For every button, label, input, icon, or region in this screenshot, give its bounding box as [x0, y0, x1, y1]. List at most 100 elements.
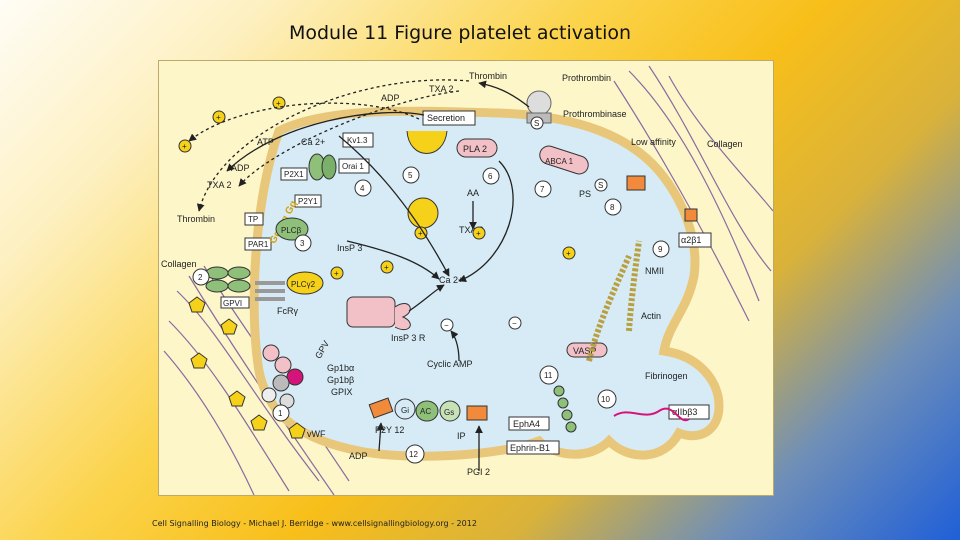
er-store: [346, 296, 396, 328]
svg-text:Orai 1: Orai 1: [342, 162, 364, 171]
gp1bb-label: Gp1bβ: [327, 375, 354, 385]
par1-receptor: PAR1: [244, 237, 272, 251]
svg-text:+: +: [384, 263, 389, 272]
slide-title: Module 11 Figure platelet activation: [288, 22, 632, 44]
svg-text:+: +: [566, 249, 571, 258]
svg-text:2: 2: [198, 273, 203, 282]
plus-sign-text: + + + + + + + +: [182, 99, 571, 278]
actin-label: Actin: [641, 311, 661, 321]
adp-top-label: ADP: [381, 93, 400, 103]
svg-text:VASP: VASP: [573, 346, 596, 356]
atp-label: ATP: [257, 137, 274, 147]
svg-text:9: 9: [658, 245, 663, 254]
svg-text:PAR1: PAR1: [248, 240, 269, 249]
ca2-channel-label: Ca 2+: [301, 137, 325, 147]
svg-text:+: +: [418, 229, 423, 238]
tp-receptor: TP: [244, 212, 264, 226]
thrombin-left-label: Thrombin: [177, 214, 215, 224]
svg-text:Ephrin-B1: Ephrin-B1: [510, 443, 550, 453]
fcrg-label: FcRγ: [277, 306, 298, 316]
ps-label: PS: [579, 189, 591, 199]
nmii-label: NMII: [645, 266, 664, 276]
ephrinb1-box: Ephrin-B1: [506, 440, 560, 455]
p2x1-receptor: P2X1: [280, 167, 308, 181]
p2y1-receptor: P2Y1: [294, 194, 322, 208]
pla2-enzyme: PLA 2: [456, 138, 498, 158]
gs-protein: Gs: [439, 400, 461, 422]
minus-signs: [440, 316, 522, 332]
prothrombin-label: Prothrombin: [562, 73, 611, 83]
svg-text:+: +: [182, 142, 187, 151]
svg-text:+: +: [216, 113, 221, 122]
txa2-mid-label: TXA 2: [459, 225, 484, 235]
eph-chain: [553, 385, 577, 433]
svg-text:10: 10: [601, 395, 610, 404]
ins3p-receptor: [394, 303, 411, 331]
svg-text:5: 5: [408, 171, 413, 180]
svg-text:GPVI: GPVI: [223, 299, 242, 308]
svg-text:PLCβ: PLCβ: [281, 226, 302, 235]
alpha2beta1-head: [684, 208, 698, 222]
orai1-channel: Orai 1: [338, 158, 370, 174]
gp1ba-label: Gp1bα: [327, 363, 354, 373]
svg-text:P2Y1: P2Y1: [298, 197, 318, 206]
step-numbers: 1 2 3 4 5 6 7 8 9 10 11 12: [198, 171, 663, 459]
cyclic-amp-label: Cyclic AMP: [427, 359, 473, 369]
ins3pr-label: InsP 3 R: [391, 333, 426, 343]
plus-signs: [178, 96, 576, 280]
svg-text:PLA 2: PLA 2: [463, 144, 487, 154]
svg-text:12: 12: [409, 450, 418, 459]
vwf-molecules: [188, 296, 306, 439]
aa-label: AA: [467, 188, 479, 198]
svg-text:Secretion: Secretion: [427, 113, 465, 123]
collagen-right-label: Collagen: [707, 139, 743, 149]
ps-badge: [594, 178, 608, 192]
vwf-label: vWF: [307, 429, 326, 439]
plcb-enzyme: PLCβ: [275, 217, 309, 241]
svg-text:Gi: Gi: [401, 406, 409, 415]
svg-text:1: 1: [278, 409, 283, 418]
secretion-box: Secretion: [422, 110, 476, 126]
ip-receptor: [466, 405, 488, 421]
ca2-cyto-label: Ca 2+: [439, 275, 463, 285]
actin-filament-2: [626, 240, 642, 332]
svg-text:+: +: [334, 269, 339, 278]
collagen-left-label: Collagen: [161, 259, 197, 269]
collagen-receptor-low: [626, 175, 646, 191]
plcg2-enzyme: PLCγ2: [286, 271, 324, 295]
adenylyl-cyclase: AC: [415, 400, 439, 422]
svg-text:Gs: Gs: [444, 408, 454, 417]
ins3p-label: InsP 3: [337, 243, 362, 253]
svg-text:α2β1: α2β1: [681, 235, 701, 245]
collagen-fibres-right: [613, 65, 773, 322]
svg-text:4: 4: [360, 184, 365, 193]
step-markers: [192, 166, 670, 464]
adp-bottom-label: ADP: [349, 451, 368, 461]
epha4-box: EphA4: [508, 416, 550, 431]
txa2-left-label: TXA 2: [207, 180, 232, 190]
gpvi-receptor: GPVI: [205, 266, 251, 309]
gi-protein: Gi: [394, 398, 416, 420]
svg-text:7: 7: [540, 185, 545, 194]
svg-text:6: 6: [488, 172, 493, 181]
alpha2beta1-box: α2β1: [678, 232, 712, 248]
svg-text:EphA4: EphA4: [513, 419, 540, 429]
txa2-top-label: TXA 2: [429, 84, 454, 94]
ip-label: IP: [457, 431, 466, 441]
svg-text:Kv1.3: Kv1.3: [347, 136, 368, 145]
p2y12-receptor: [368, 397, 394, 419]
p2y12-label: P2Y 12: [375, 425, 404, 435]
svg-text:−: −: [512, 319, 517, 328]
dense-granule: [407, 197, 439, 229]
fibrinogen-label: Fibrinogen: [645, 371, 688, 381]
low-affinity-label: Low affinity: [631, 137, 676, 147]
secretory-granule-fusing: [406, 130, 448, 154]
abca1-transporter: ABCA 1: [539, 145, 589, 175]
thrombin-top-label: Thrombin: [469, 71, 507, 81]
vasp-box: VASP: [566, 342, 608, 358]
platelet-activation-figure: Kv1.3 Orai 1 Secretion PLA 2 S Prothromb…: [158, 60, 774, 496]
svg-text:AC: AC: [420, 407, 431, 416]
pgi2-label: PGI 2: [467, 467, 490, 477]
svg-text:+: +: [476, 229, 481, 238]
svg-text:S: S: [534, 119, 539, 128]
